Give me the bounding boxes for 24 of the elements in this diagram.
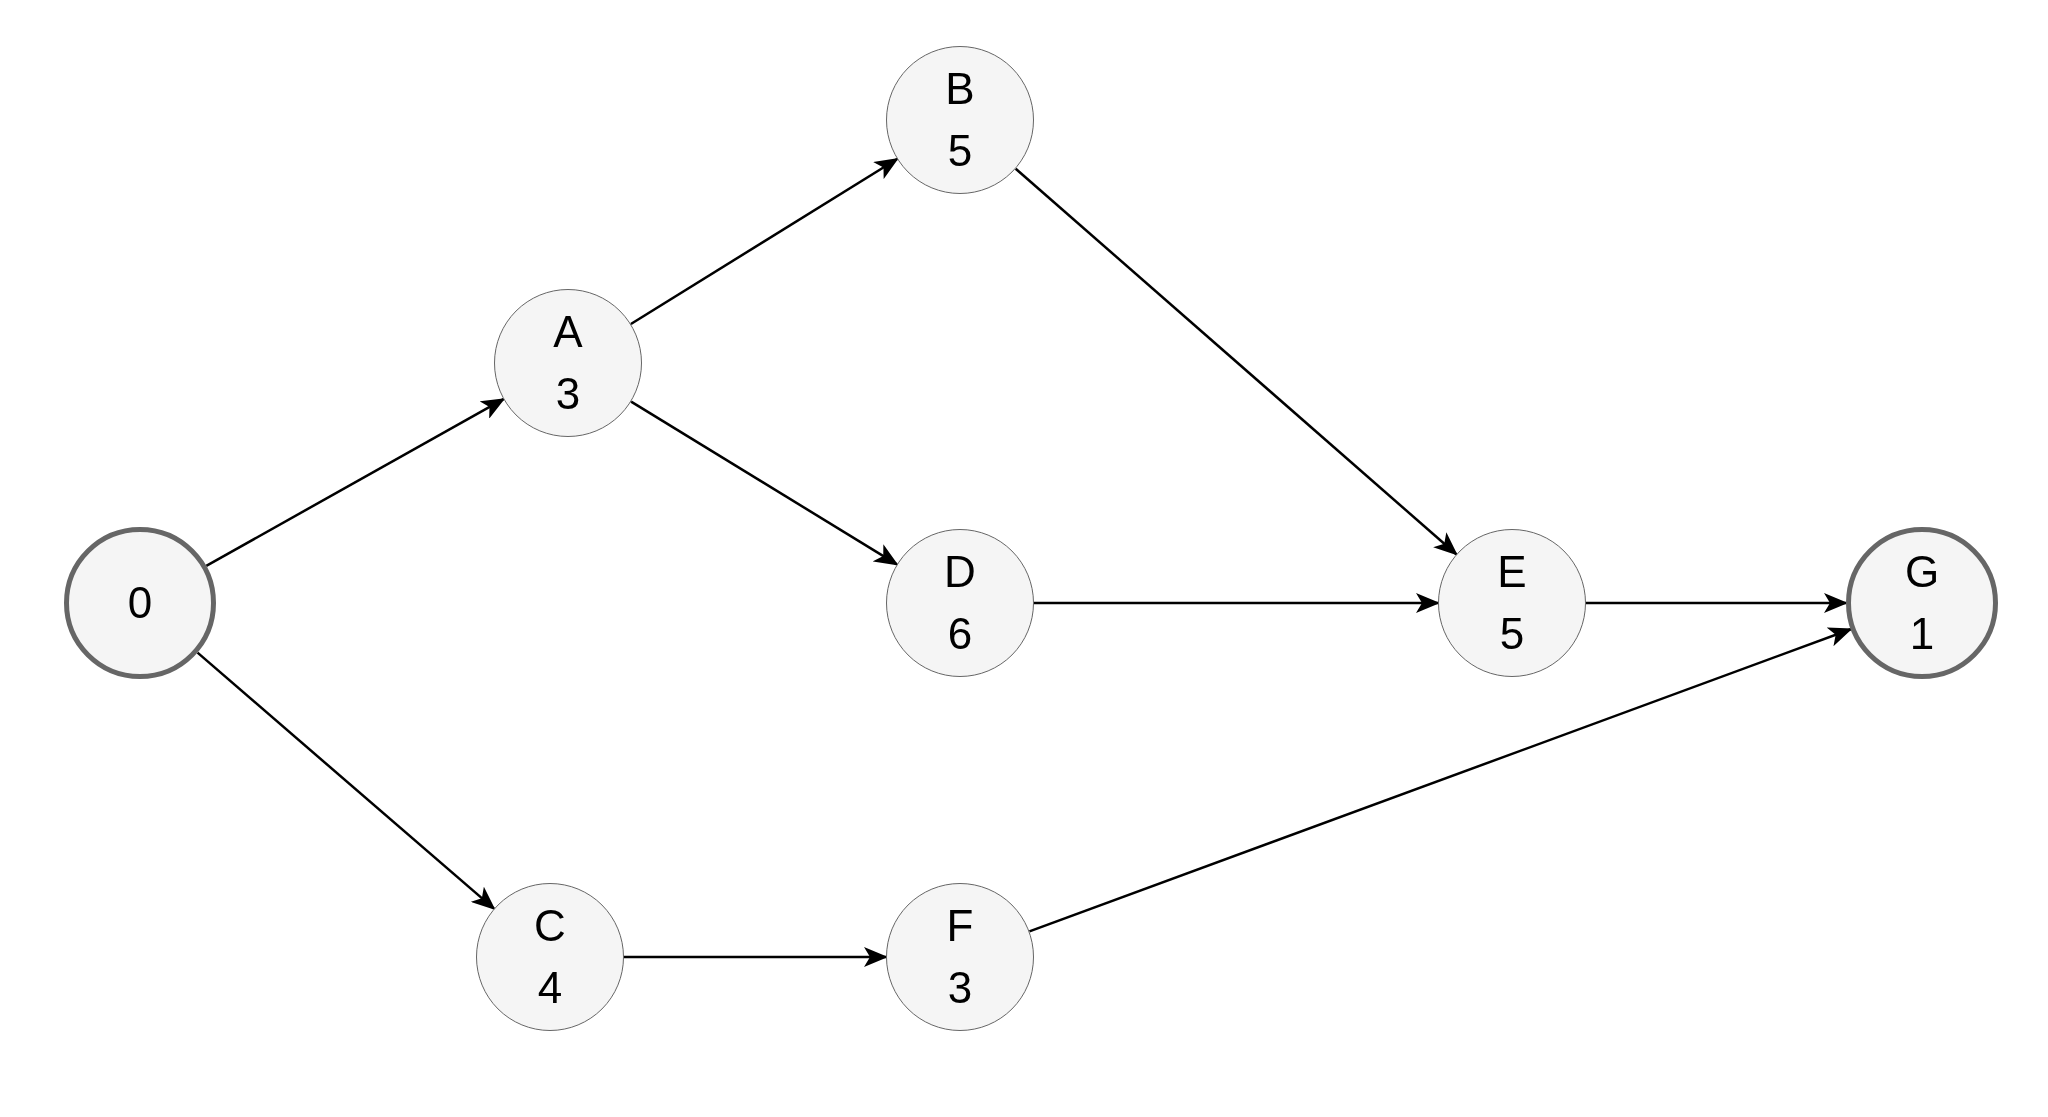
duration-value: 5 — [947, 125, 973, 177]
arrow — [196, 651, 496, 910]
arrow — [630, 157, 899, 326]
arrow — [1034, 593, 1440, 613]
arrow — [630, 400, 899, 566]
arrow — [1014, 167, 1458, 556]
node-label: E — [1497, 546, 1527, 598]
node-label: A — [553, 306, 583, 358]
duration-value: 3 — [555, 368, 581, 420]
node-label: B — [945, 63, 975, 115]
arrow — [205, 398, 506, 567]
arrow — [1586, 593, 1848, 613]
node-label: C — [534, 900, 566, 952]
node-label: G — [1904, 546, 1940, 598]
duration-value: 5 — [1499, 608, 1525, 660]
node-label: D — [944, 546, 976, 598]
duration-value: 3 — [947, 962, 973, 1014]
node-label: 0 — [127, 577, 153, 629]
node-label: F — [946, 900, 974, 952]
arrow — [624, 947, 888, 967]
arrow — [1029, 627, 1853, 933]
duration-value: 6 — [947, 608, 973, 660]
duration-value: 1 — [1909, 608, 1935, 660]
duration-value: 4 — [537, 962, 563, 1014]
